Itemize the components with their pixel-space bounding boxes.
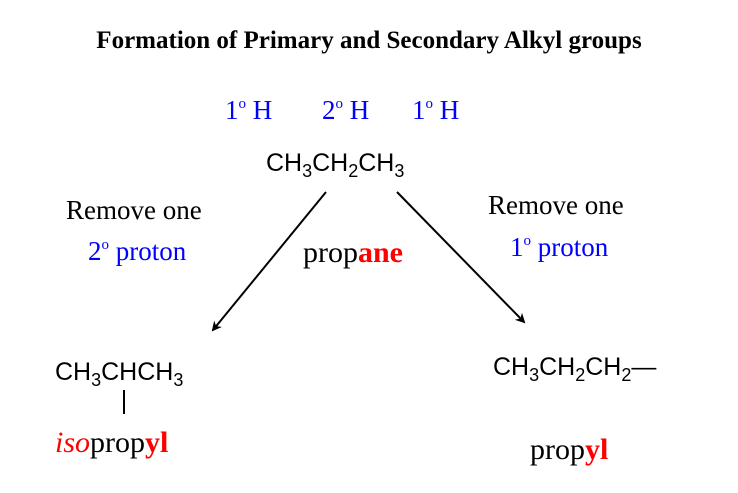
isopropyl-name: isopropyl xyxy=(55,428,168,458)
secondary-h-label: 2o H xyxy=(322,97,369,124)
formula-part: CH xyxy=(55,358,92,386)
propane-name: propane xyxy=(303,238,403,268)
degree-sign: o xyxy=(523,233,532,249)
right-step-line1: Remove one xyxy=(488,190,624,220)
formula-part: CH xyxy=(312,149,349,177)
left-step-line2: 2o proton xyxy=(88,238,186,265)
name-stem: prop xyxy=(90,426,146,459)
name-suffix: yl xyxy=(145,426,169,459)
hydrogen-text: H xyxy=(246,95,273,125)
degree-sign: o xyxy=(335,96,344,112)
formula-subscript: 3 xyxy=(529,365,540,385)
left-reaction-arrow xyxy=(211,191,327,332)
name-stem: prop xyxy=(303,236,358,269)
degree-sign: o xyxy=(101,237,110,253)
diagram-title: Formation of Primary and Secondary Alkyl… xyxy=(96,27,642,54)
hydrogen-text: H xyxy=(433,95,460,125)
formula-part: CH xyxy=(493,353,530,381)
formula-subscript: 3 xyxy=(91,370,102,390)
bond-dash: — xyxy=(631,353,657,381)
name-suffix: ane xyxy=(358,236,403,269)
formula-subscript: 3 xyxy=(394,161,405,181)
formula-subscript: 2 xyxy=(621,365,632,385)
formula-subscript: 3 xyxy=(302,161,313,181)
formula-part: CHCH xyxy=(101,358,174,386)
degree-sign: o xyxy=(425,96,434,112)
name-stem: prop xyxy=(530,433,585,466)
primary-h-label-left: 1o H xyxy=(225,97,272,124)
name-suffix: yl xyxy=(585,433,609,466)
formula-subscript: 2 xyxy=(348,161,359,181)
propane-formula: CH3CH2CH3 xyxy=(266,149,404,181)
degree-number: 1 xyxy=(412,95,426,125)
isopropyl-formula: CH3CHCH3 xyxy=(55,358,183,390)
propyl-formula: CH3CH2CH2— xyxy=(493,353,657,385)
degree-sign: o xyxy=(238,96,247,112)
proton-text: proton xyxy=(531,232,609,262)
proton-text: proton xyxy=(109,236,187,266)
degree-number: 2 xyxy=(322,95,336,125)
degree-number: 1 xyxy=(510,232,524,262)
formula-subscript: 2 xyxy=(575,365,586,385)
degree-number: 2 xyxy=(88,236,102,266)
formula-subscript: 3 xyxy=(173,370,184,390)
hydrogen-text: H xyxy=(343,95,370,125)
formula-part: CH xyxy=(539,353,576,381)
formula-part: CH xyxy=(585,353,622,381)
formula-part: CH xyxy=(266,149,303,177)
primary-h-label-right: 1o H xyxy=(412,97,459,124)
formula-part: CH xyxy=(358,149,395,177)
right-step-line2: 1o proton xyxy=(510,234,608,261)
right-reaction-arrow xyxy=(396,191,526,324)
propyl-name: propyl xyxy=(530,435,608,465)
degree-number: 1 xyxy=(225,95,239,125)
name-prefix: iso xyxy=(55,426,91,459)
left-step-line1: Remove one xyxy=(66,195,202,225)
